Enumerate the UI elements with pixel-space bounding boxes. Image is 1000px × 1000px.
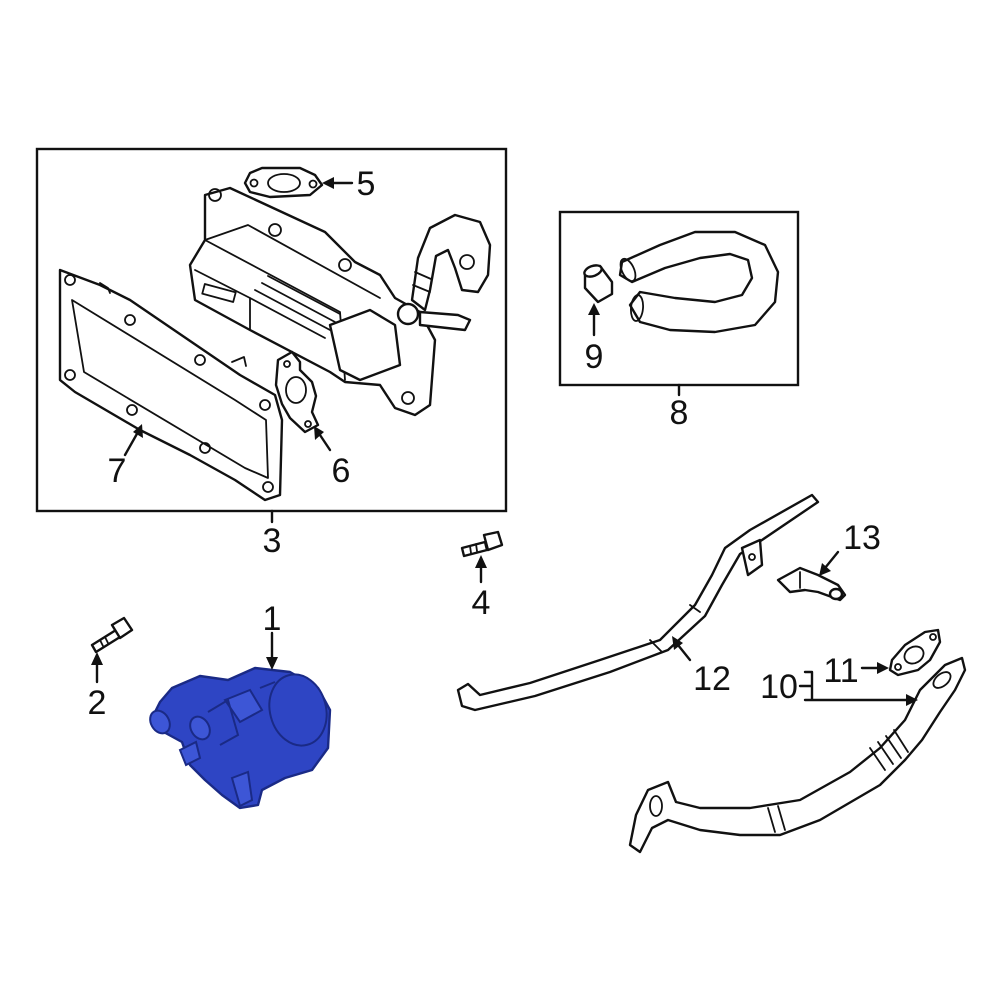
callout-9: 9 bbox=[585, 338, 604, 376]
gasket-11[interactable] bbox=[888, 628, 942, 677]
callout-7: 7 bbox=[108, 452, 127, 490]
bolt-4[interactable] bbox=[460, 530, 504, 558]
egr-cooler-kit-group bbox=[35, 147, 508, 524]
callout-11: 11 bbox=[823, 652, 858, 690]
callout-8: 8 bbox=[670, 394, 689, 432]
callout-3: 3 bbox=[263, 522, 282, 560]
gasket-6[interactable] bbox=[274, 350, 320, 434]
gasket-5[interactable] bbox=[243, 166, 324, 199]
egr-valve-1[interactable] bbox=[146, 666, 334, 810]
pipe-10[interactable] bbox=[628, 656, 967, 854]
gasket-7[interactable] bbox=[58, 268, 284, 502]
callout-10: 10 bbox=[760, 668, 798, 706]
callout-13: 13 bbox=[843, 519, 881, 557]
bracket-13[interactable] bbox=[776, 566, 847, 602]
callout-4: 4 bbox=[472, 584, 491, 622]
callout-12: 12 bbox=[693, 660, 731, 698]
tube-12[interactable] bbox=[456, 493, 820, 712]
cap-9[interactable] bbox=[583, 263, 614, 304]
callout-5: 5 bbox=[357, 165, 376, 203]
callout-2: 2 bbox=[88, 684, 107, 722]
callout-6: 6 bbox=[332, 452, 351, 490]
callout-1: 1 bbox=[263, 600, 282, 638]
egr-cooler-3[interactable] bbox=[188, 186, 492, 417]
hose-kit-group bbox=[558, 210, 800, 397]
bolt-2[interactable] bbox=[90, 616, 134, 654]
hose-8[interactable] bbox=[617, 230, 780, 334]
